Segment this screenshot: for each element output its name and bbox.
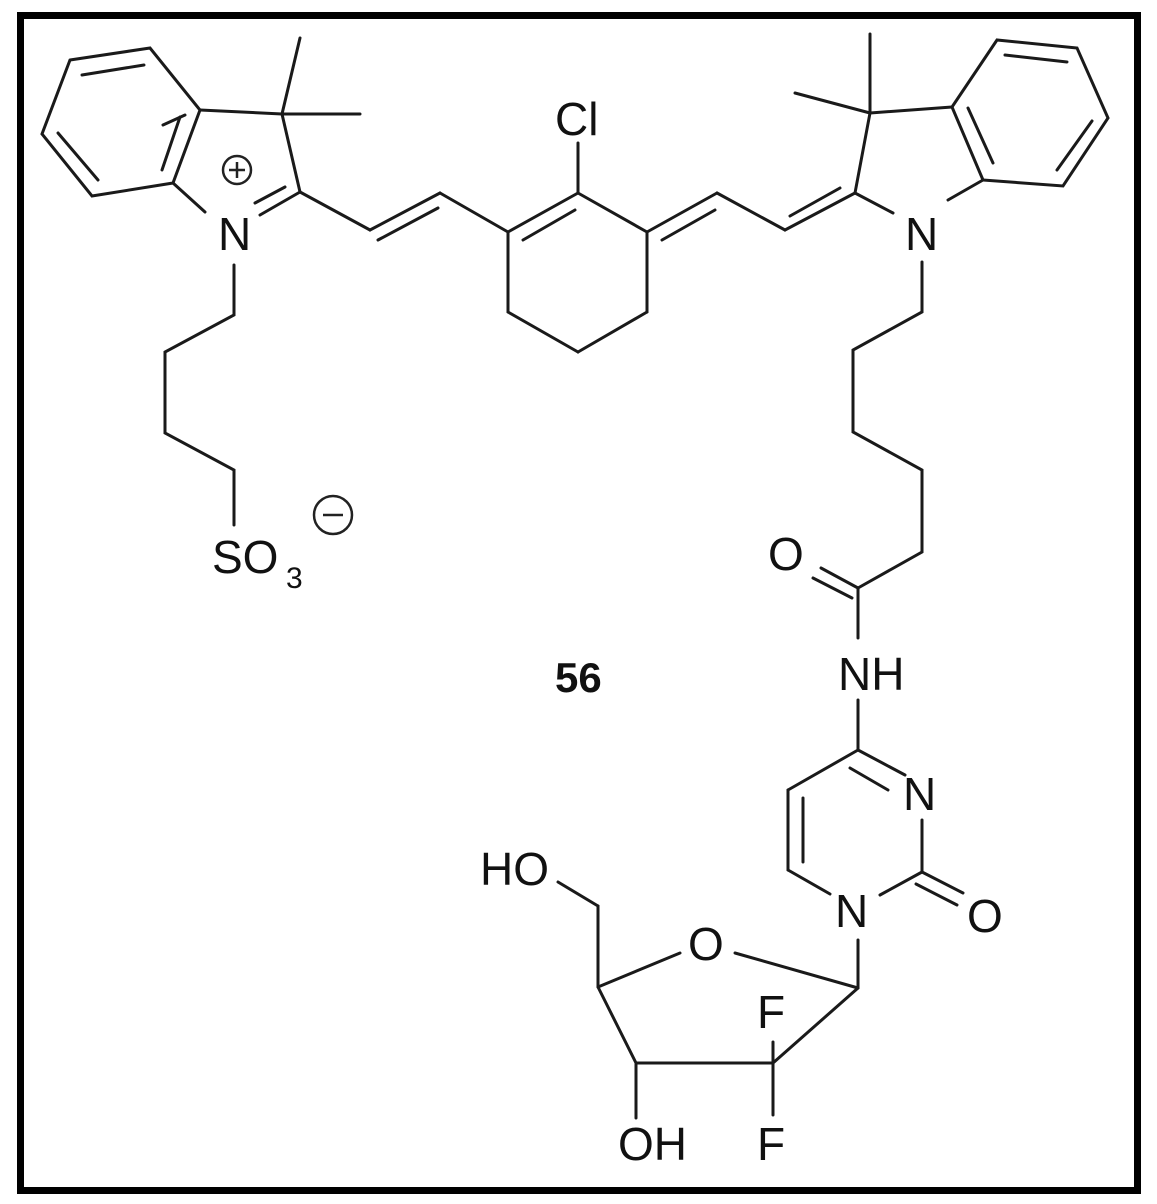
polymethine-bridge xyxy=(298,190,510,242)
left-benzene-ring xyxy=(40,46,202,198)
atom-f-top: F xyxy=(757,986,785,1038)
atom-oh: OH xyxy=(618,1118,687,1170)
atom-pyr-n1: N xyxy=(835,885,868,937)
atom-pyr-n3: N xyxy=(903,768,936,820)
atom-pyr-o: O xyxy=(967,890,1003,942)
hexanoyl-chain xyxy=(811,260,924,640)
ribose-ring xyxy=(556,880,860,1120)
right-indoline xyxy=(793,32,1110,215)
atom-so3-subscript: 3 xyxy=(286,562,303,595)
atom-carbonyl-o: O xyxy=(768,528,804,580)
compound-label: 56 xyxy=(555,654,602,701)
polymethine-right xyxy=(645,186,857,242)
positive-charge-icon xyxy=(221,154,253,186)
atom-n-left: N xyxy=(218,208,251,260)
left-five-ring xyxy=(171,36,362,217)
atom-n-right: N xyxy=(905,208,938,260)
cyclohexene-ring xyxy=(506,141,649,354)
atom-ring-o: O xyxy=(688,918,724,970)
atom-so3: SO xyxy=(212,531,278,583)
negative-charge-icon xyxy=(312,494,354,536)
sulfobutyl-chain xyxy=(163,263,236,527)
cytosine-ring xyxy=(786,698,965,990)
atom-ho: HO xyxy=(480,843,549,895)
atom-f-bottom: F xyxy=(757,1118,785,1170)
atom-nh: NH xyxy=(838,648,904,700)
atom-cl: Cl xyxy=(555,93,598,145)
figure-border xyxy=(17,12,1141,1194)
